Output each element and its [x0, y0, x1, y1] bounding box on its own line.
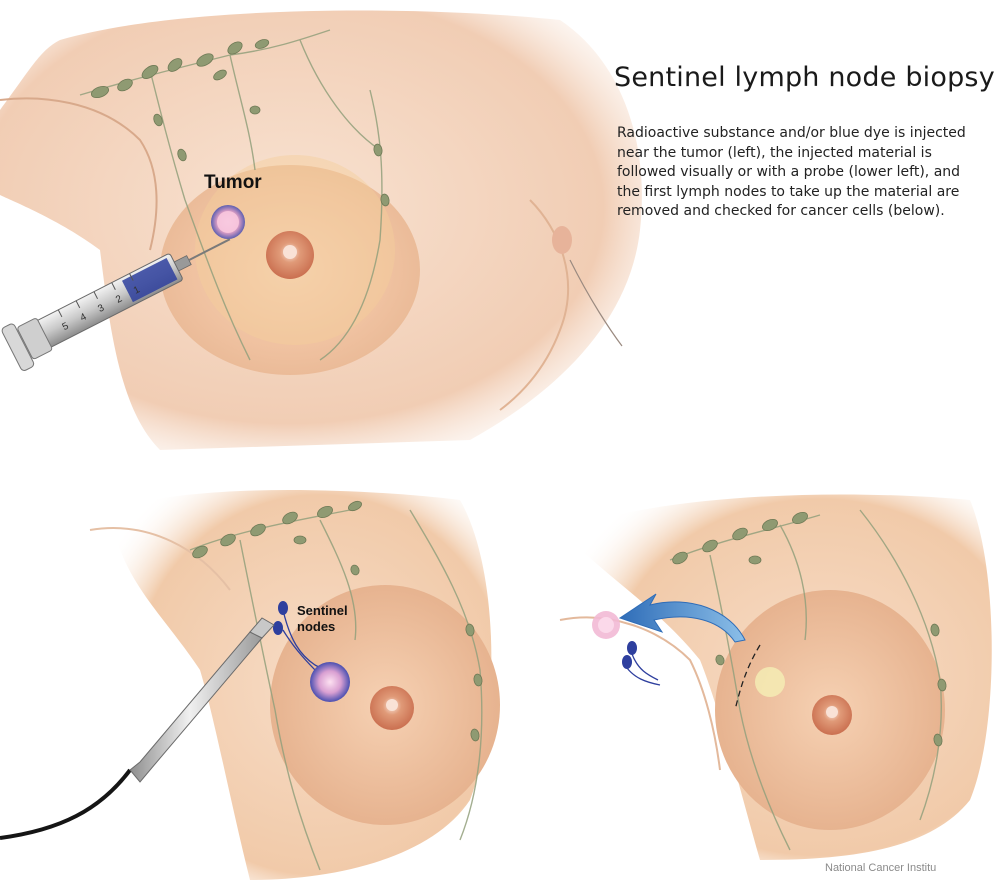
sentinel-node-1 [278, 601, 288, 615]
probe-illustration [0, 470, 530, 882]
description-text: Radioactive substance and/or blue dye is… [617, 124, 987, 222]
tumor-label: Tumor [204, 172, 262, 194]
sentinel-nodes-label: Sentinel nodes [297, 603, 348, 635]
page-title: Sentinel lymph node biopsy [614, 62, 995, 93]
removed-node-1 [627, 641, 637, 655]
sentinel-label-line2: nodes [297, 619, 348, 635]
tumor-mass-dyed [310, 662, 350, 702]
removed-node-2 [622, 655, 632, 669]
sentinel-label-line1: Sentinel [297, 603, 348, 619]
credit-text: National Cancer Institu [825, 862, 936, 874]
sentinel-node-2 [273, 621, 283, 635]
excision-illustration [530, 470, 999, 860]
